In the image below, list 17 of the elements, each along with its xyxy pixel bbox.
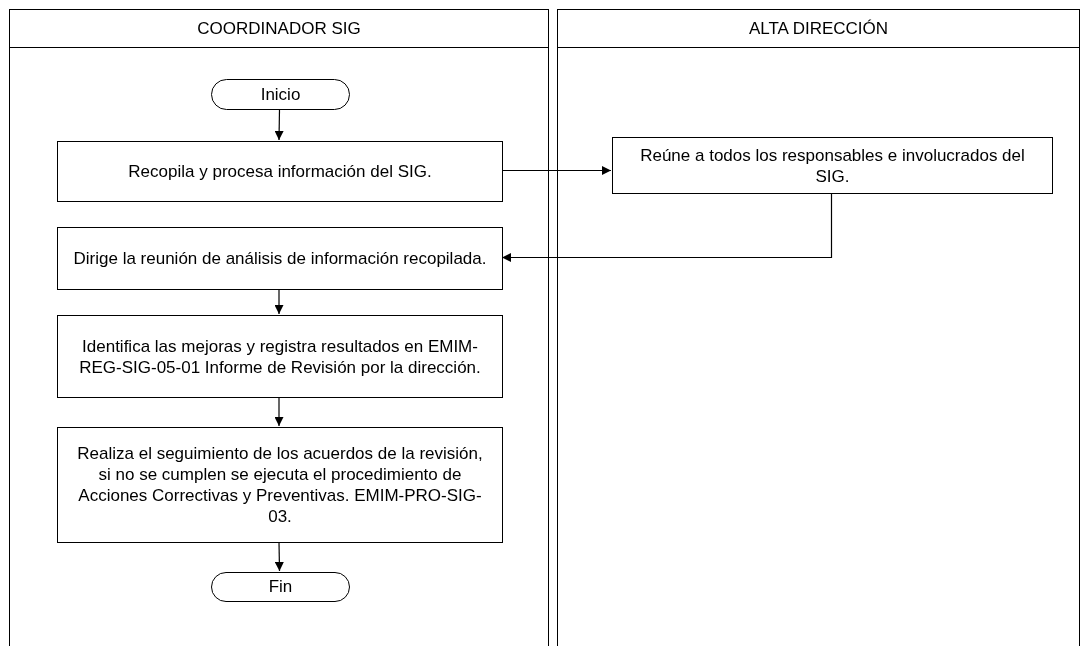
process-box: Identifica las mejoras y registra resultados en EMIM-REG-SIG-05-01 Informe de Revisión por la dirección. (57, 315, 503, 398)
terminal-pill: Inicio (211, 79, 350, 110)
arrow (274, 108, 284, 141)
process-box: Reúne a todos los responsables e involucrados del SIG. (612, 137, 1053, 194)
arrow (274, 396, 284, 427)
arrow (274, 541, 284, 572)
terminal-pill: Fin (211, 572, 350, 602)
lane-header: COORDINADOR SIG (10, 10, 548, 48)
arrow (274, 288, 284, 315)
arrow (501, 166, 612, 175)
process-box: Recopila y procesa información del SIG. (57, 141, 503, 202)
process-box: Realiza el seguimiento de los acuerdos de la revisión, si no se cumplen se ejecuta el procedimiento de Acciones Correctivas y Preventivas. EMIM-PRO-SIG-03. (57, 427, 503, 543)
process-box: Dirige la reunión de análisis de información recopilada. (57, 227, 503, 290)
arrow (501, 192, 833, 262)
lane-header: ALTA DIRECCIÓN (558, 10, 1079, 48)
swimlane (9, 9, 549, 646)
swimlane (557, 9, 1080, 646)
